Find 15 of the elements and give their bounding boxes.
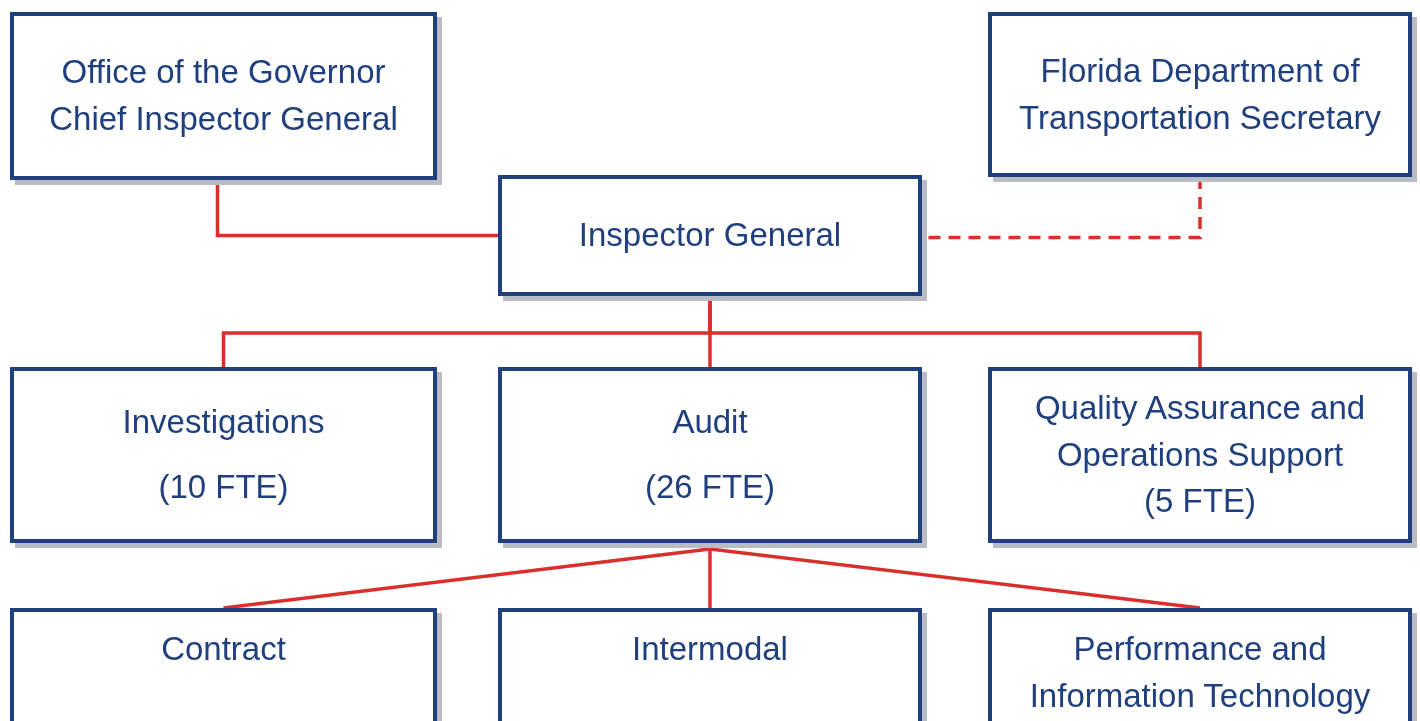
org-unit-label: (5 FTE) bbox=[1144, 481, 1256, 522]
org-unit-label: Intermodal bbox=[632, 629, 788, 669]
connector-line bbox=[708, 549, 712, 608]
org-unit-label: Florida Department of Transportation Secretary bbox=[1018, 50, 1382, 138]
org-unit-label: Investigations bbox=[122, 402, 325, 443]
org-unit-label: Quality Assurance and Operations Support bbox=[1033, 387, 1367, 475]
org-unit-label: Inspector General bbox=[578, 215, 842, 256]
org-unit-label: Audit bbox=[672, 402, 748, 443]
connector-line bbox=[709, 547, 1201, 610]
org-unit-label: (26 FTE) bbox=[644, 467, 776, 507]
org-unit-label: (10 FTE) bbox=[158, 467, 289, 507]
org-unit-label: Performance and Information Technology bbox=[1028, 629, 1372, 716]
org-unit-label: Office of the Governor Chief Inspector General bbox=[48, 52, 399, 139]
org-unit-label: Contract bbox=[161, 629, 286, 669]
connector-line bbox=[223, 547, 711, 610]
